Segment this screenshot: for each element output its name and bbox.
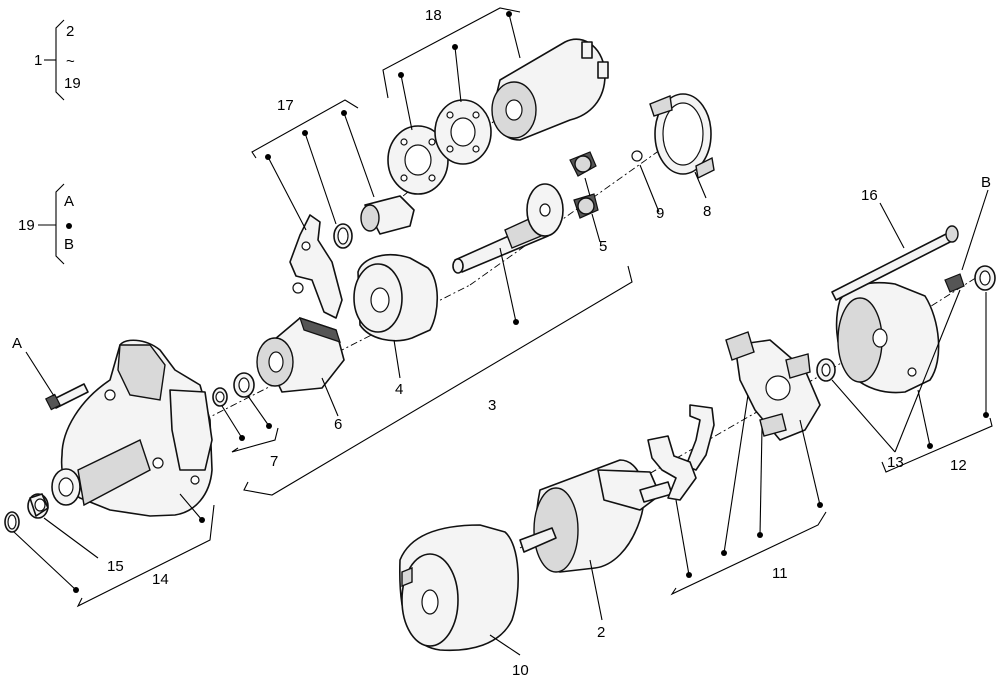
legend-19-b: B — [64, 236, 74, 253]
bracket-7 — [231, 427, 279, 453]
reduction-gear-housing-part — [353, 254, 439, 342]
brush-lead-upper-part — [685, 404, 715, 471]
shaft-part — [452, 183, 564, 274]
bracket-11 — [670, 511, 827, 596]
callout-10: 10 — [512, 662, 529, 679]
callout-7: 7 — [270, 453, 278, 470]
planet-gear-lower-part — [573, 193, 599, 219]
brush-lead-lower-part — [647, 435, 697, 501]
callout-3: 3 — [488, 397, 496, 414]
callout-14: 14 — [152, 571, 169, 588]
bracket-12 — [881, 417, 993, 473]
callout-12: 12 — [950, 457, 967, 474]
o-ring-front-part — [4, 511, 20, 533]
callout-9: 9 — [656, 205, 664, 222]
legend-19-dot — [66, 223, 72, 229]
callout-18: 18 — [425, 7, 442, 24]
legend-1-tilde: ~ — [66, 53, 75, 70]
leader-lines — [13, 11, 989, 656]
ball-part — [631, 150, 643, 162]
legend-19-a: A — [64, 193, 74, 210]
armature-part — [519, 459, 673, 573]
callout-4: 4 — [395, 381, 403, 398]
callout-13: 13 — [887, 454, 904, 471]
brush-holder-part — [725, 331, 821, 441]
pinion-clutch-part — [256, 317, 345, 393]
callout-5: 5 — [599, 238, 607, 255]
yoke-part — [399, 524, 519, 652]
screw-b-part — [944, 273, 965, 293]
shift-lever-part — [289, 214, 343, 319]
solenoid-part — [491, 38, 609, 141]
legend-1-from: 2 — [66, 23, 74, 40]
end-cover-part — [835, 281, 940, 394]
end-bushing-part — [816, 358, 836, 382]
callout-b: B — [981, 174, 991, 191]
bracket-3 — [243, 265, 633, 496]
callout-2: 2 — [597, 624, 605, 641]
cap-part — [974, 265, 996, 291]
bracket-14 — [76, 504, 215, 608]
callout-6: 6 — [334, 416, 342, 433]
callout-17: 17 — [277, 97, 294, 114]
planet-gear-upper-part — [569, 151, 597, 177]
drive-end-housing-part — [51, 339, 213, 517]
callout-a: A — [12, 335, 22, 352]
callout-16: 16 — [861, 187, 878, 204]
through-bolt-part — [831, 225, 959, 301]
legend-group-19: 19 A B — [18, 183, 74, 265]
gasket-right-part — [434, 99, 492, 165]
callout-15: 15 — [107, 558, 124, 575]
legend-1-number: 1 — [34, 52, 42, 69]
stop-ring-part — [212, 387, 228, 407]
legend-group-1: 1 2 ~ 19 — [34, 19, 81, 101]
callout-11: 11 — [772, 565, 788, 582]
internal-gear-ring-part — [649, 93, 715, 180]
collar-part — [233, 372, 255, 398]
legend-1-to: 19 — [64, 75, 81, 92]
bracket-18 — [382, 7, 521, 99]
screw-a-part — [45, 383, 89, 411]
lever-ring-part — [333, 223, 353, 249]
plunger-part — [360, 195, 415, 235]
legend-19-number: 19 — [18, 217, 35, 234]
bracket-17 — [251, 99, 359, 159]
callout-8: 8 — [703, 203, 711, 220]
bushing-part — [27, 493, 49, 519]
